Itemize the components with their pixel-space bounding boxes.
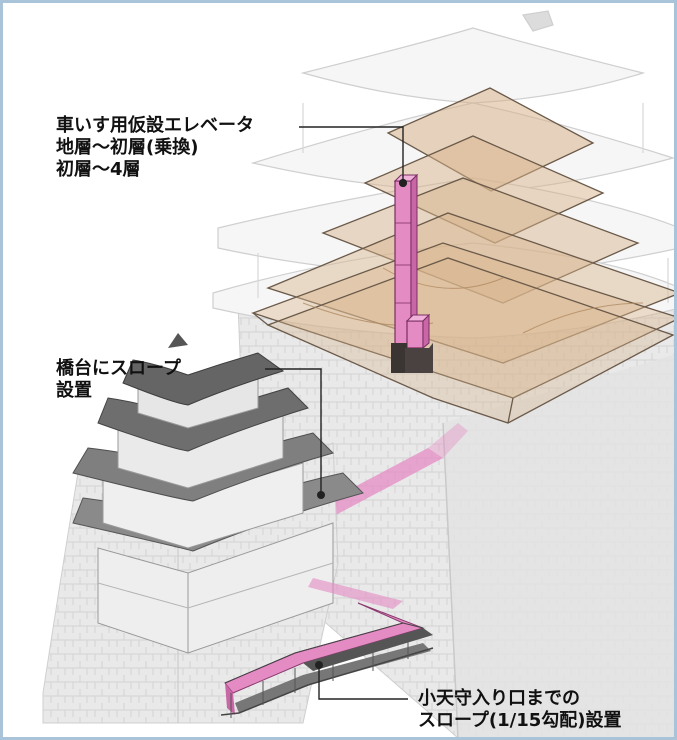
floor-plate-4 xyxy=(363,135,605,244)
leader-line-entrance-ramp xyxy=(318,665,408,700)
temporary-elevator xyxy=(391,173,433,373)
elevator-label-line-1: 車いす用仮設エレベータ xyxy=(56,115,254,136)
small-tower xyxy=(72,333,364,654)
elevator-label-line-2: 地層～初層(乗換) xyxy=(56,137,199,158)
entrance-ramp-route xyxy=(220,578,434,718)
leader-line-elevator xyxy=(299,126,404,181)
main-stone-base xyxy=(237,257,674,737)
entrance-ramp-label: 小天守入り口までの スロープ(1/15勾配)設置 xyxy=(418,688,622,732)
entrance-ramp-label-line-1: 小天守入り口までの xyxy=(418,688,580,709)
leader-line-bridge-ramp xyxy=(265,368,322,495)
leader-lines xyxy=(265,126,408,700)
bridge-ramp-label-line-2: 設置 xyxy=(56,380,92,401)
elevator-label: 車いす用仮設エレベータ 地層～初層(乗換) 初層～4層 xyxy=(56,115,254,181)
elevator-label-line-3: 初層～4層 xyxy=(56,159,141,180)
bridge-ramp-label: 橋台にスロープ 設置 xyxy=(56,358,181,402)
entrance-ramp-label-line-2: スロープ(1/15勾配)設置 xyxy=(418,710,622,731)
bridge-ramp-label-line-1: 橋台にスロープ xyxy=(56,358,181,379)
castle-illustration xyxy=(42,10,674,737)
floor-plate-base xyxy=(266,257,674,424)
